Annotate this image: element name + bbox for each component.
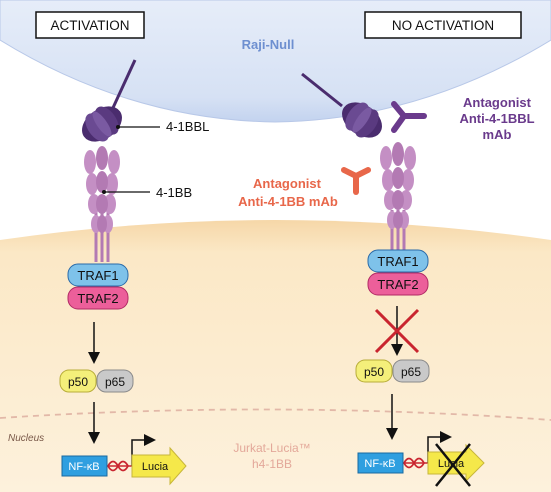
dna-helix-left xyxy=(107,460,129,472)
traf2-left-label: TRAF2 xyxy=(77,291,118,306)
antagonist-anti-4-1bb-antibody xyxy=(341,167,371,195)
antagonist-4-1bbl-line2: Anti-4-1BBL xyxy=(459,111,534,126)
nfkb-left xyxy=(61,455,108,477)
lucia-block-x-mark xyxy=(435,443,471,487)
antagonist-4-1bbl-line3: mAb xyxy=(483,127,512,142)
antagonist-anti-4-1bbl-antibody xyxy=(391,101,427,133)
receptor-label: 4-1BB xyxy=(156,185,192,200)
ligand-label: 4-1BBL xyxy=(166,119,209,134)
p50-left xyxy=(59,369,97,393)
antagonist-4-1bb-line1: Antagonist xyxy=(253,176,322,191)
antagonist-4-1bb-line2: Anti-4-1BB mAb xyxy=(238,194,338,209)
ligand-4-1bbl-right xyxy=(342,102,382,138)
ligand-stalk-right xyxy=(301,72,343,108)
traf2-left xyxy=(67,286,129,310)
p65-left xyxy=(96,369,134,393)
no-activation-label: NO ACTIVATION xyxy=(392,18,494,33)
block-x-mark xyxy=(374,308,420,354)
dna-helix-right xyxy=(403,457,425,469)
traf1-left-label: TRAF1 xyxy=(77,268,118,283)
ligand-stalk-left xyxy=(110,59,137,111)
nucleus-label: Nucleus xyxy=(8,433,44,444)
traf1-right-label: TRAF1 xyxy=(377,254,418,269)
p50-right xyxy=(355,359,393,383)
activation-label: ACTIVATION xyxy=(50,18,129,33)
receptor-4-1bb-right xyxy=(380,142,416,250)
p65-left-label: p65 xyxy=(105,375,125,389)
traf2-right-label: TRAF2 xyxy=(377,277,418,292)
nfkb-right-label: NF-κB xyxy=(364,458,395,470)
traf1-right xyxy=(367,249,429,273)
jurkat-label-line1: Jurkat-Lucia™ xyxy=(233,441,310,455)
traf1-left xyxy=(67,263,129,287)
nfkb-right xyxy=(357,452,404,474)
ligand-pointer-dot xyxy=(116,125,120,129)
traf2-right xyxy=(367,272,429,296)
lucia-left-label: Lucia xyxy=(142,461,169,473)
p50-left-label: p50 xyxy=(68,375,88,389)
activation-label-box xyxy=(35,11,145,39)
ligand-4-1bbl-left xyxy=(82,106,122,142)
p65-right-label: p65 xyxy=(401,365,421,379)
receptor-pointer-dot xyxy=(102,190,106,194)
receptor-4-1bb-left xyxy=(84,146,120,262)
nfkb-left-label: NF-κB xyxy=(68,461,99,473)
nucleus-boundary xyxy=(0,408,551,421)
lucia-gene-left xyxy=(131,446,187,486)
antagonist-4-1bbl-line1: Antagonist xyxy=(463,95,532,110)
p65-right xyxy=(392,359,430,383)
raji-null-label: Raji-Null xyxy=(242,37,295,52)
jurkat-label-line2: h4-1BB xyxy=(252,457,292,471)
p50-right-label: p50 xyxy=(364,365,384,379)
no-activation-label-box xyxy=(364,11,522,39)
